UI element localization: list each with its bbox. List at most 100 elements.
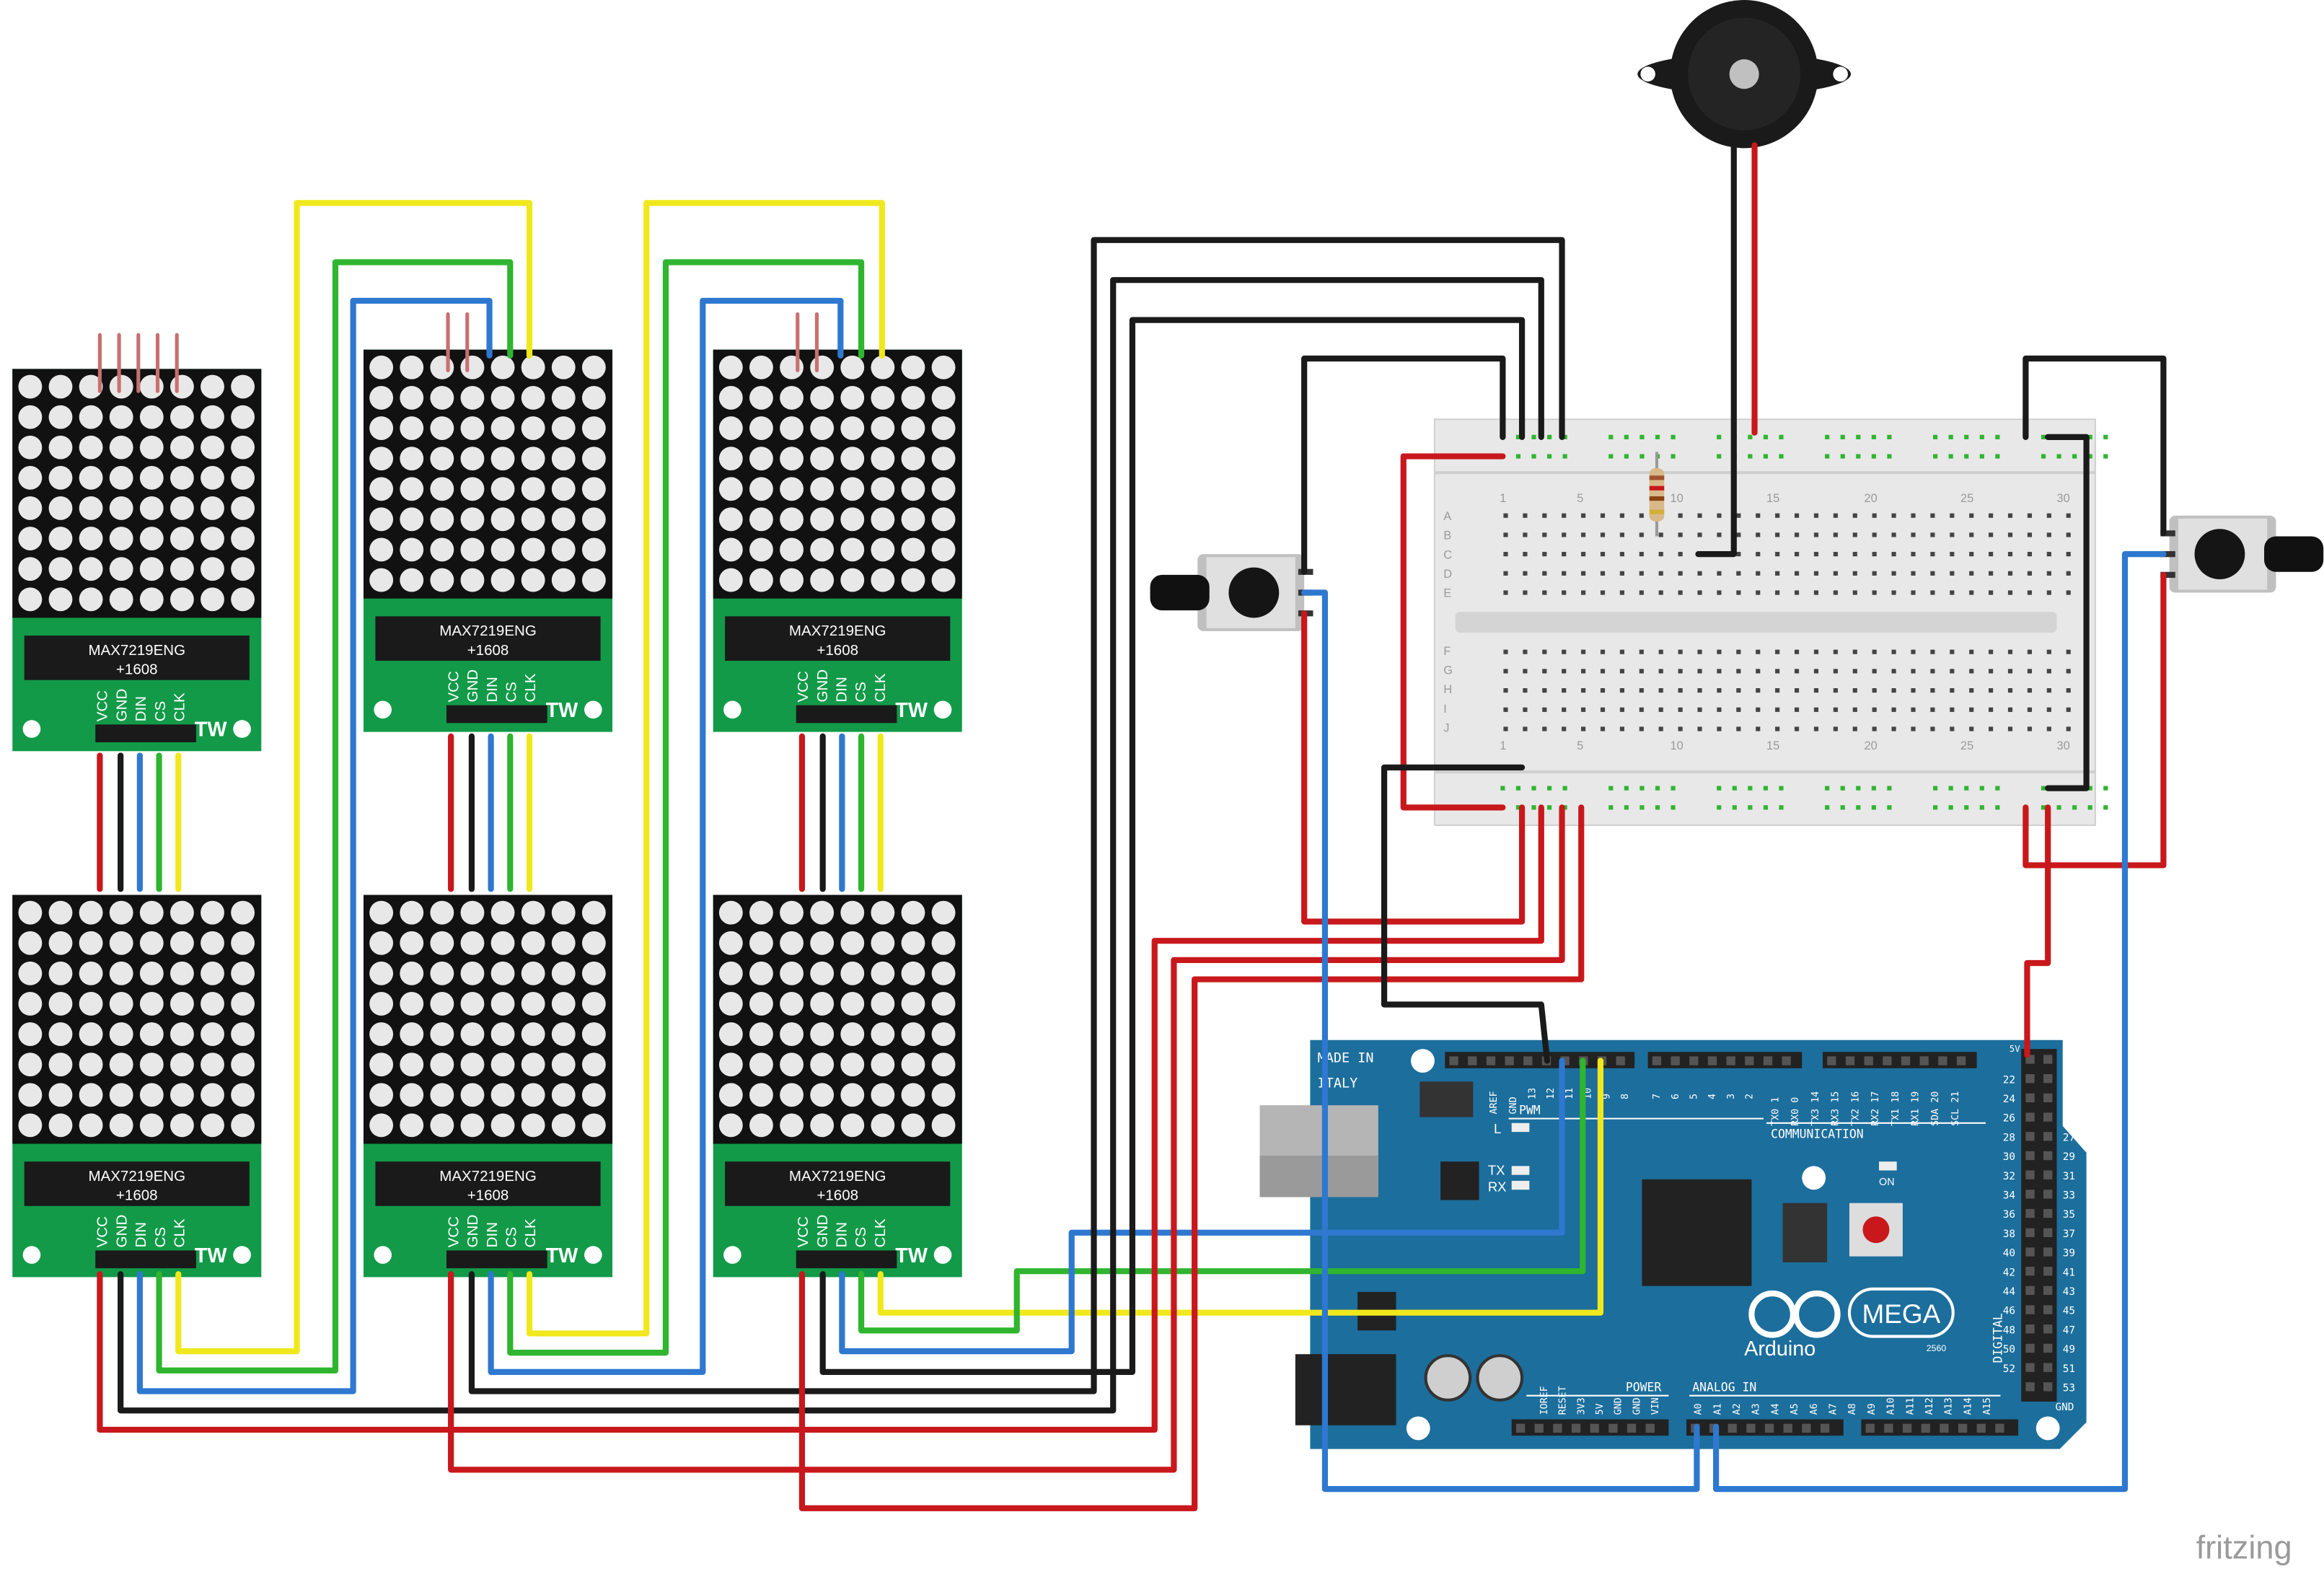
pin-label: RX3 15 bbox=[1831, 1091, 1841, 1126]
led-dot bbox=[840, 931, 865, 955]
rail-hole bbox=[1979, 454, 1984, 459]
led-dot bbox=[810, 507, 835, 532]
led-dot bbox=[749, 1113, 773, 1138]
breadboard-hole bbox=[1833, 532, 1838, 537]
led-dot bbox=[201, 992, 224, 1016]
chip-label: MAX7219ENG bbox=[789, 623, 886, 639]
breadboard-hole bbox=[1911, 590, 1916, 595]
led-dot bbox=[521, 1113, 545, 1138]
mount-hole bbox=[233, 720, 251, 738]
led-dot bbox=[369, 416, 394, 440]
breadboard-hole bbox=[1969, 532, 1974, 537]
breadboard-hole bbox=[1658, 571, 1663, 576]
breadboard-hole bbox=[1930, 513, 1935, 518]
breadboard-hole bbox=[1600, 571, 1606, 576]
svg-text:CS: CS bbox=[853, 1227, 869, 1248]
header-pin bbox=[1865, 1423, 1875, 1433]
gnd-label: GND bbox=[2055, 1402, 2074, 1413]
rail-hole bbox=[1671, 454, 1676, 459]
pin-label: 29 bbox=[2063, 1151, 2075, 1163]
led-dot bbox=[581, 1022, 606, 1046]
pin-label: 41 bbox=[2063, 1267, 2075, 1278]
svg-text:VCC: VCC bbox=[94, 1216, 111, 1247]
mount-hole bbox=[1406, 1416, 1430, 1441]
rail-hole bbox=[2072, 805, 2077, 810]
pin-label: A9 bbox=[1867, 1403, 1878, 1415]
pin-label: 35 bbox=[2063, 1209, 2075, 1221]
led-dot bbox=[871, 416, 895, 440]
header-pin bbox=[1938, 1056, 1947, 1065]
led-dot bbox=[780, 931, 804, 955]
rail-hole bbox=[1779, 805, 1784, 810]
rail-hole bbox=[1732, 805, 1737, 810]
breadboard-hole bbox=[1562, 513, 1567, 518]
led-dot bbox=[810, 477, 835, 501]
header-pin bbox=[1534, 1423, 1544, 1433]
breadboard-hole bbox=[1930, 726, 1935, 731]
led-dot bbox=[718, 992, 743, 1016]
breadboard-hole bbox=[1911, 552, 1916, 557]
breadboard-hole bbox=[1542, 571, 1547, 576]
led-dot bbox=[521, 355, 545, 379]
pin-label: 2 bbox=[1744, 1094, 1755, 1099]
led-dot bbox=[871, 931, 895, 955]
pin-label: 3 bbox=[1726, 1094, 1737, 1099]
rail-hole bbox=[2103, 434, 2108, 439]
header-pin bbox=[1995, 1423, 2004, 1433]
led-dot bbox=[170, 557, 194, 581]
rail-hole bbox=[1717, 434, 1722, 439]
breadboard-hole bbox=[1581, 649, 1586, 654]
rail-hole bbox=[2103, 454, 2108, 459]
breadboard-hole bbox=[1852, 669, 1857, 674]
led-dot bbox=[551, 447, 576, 471]
svg-text:1: 1 bbox=[1500, 739, 1506, 752]
led-dot bbox=[810, 1113, 835, 1138]
breadboard-hole bbox=[1697, 726, 1702, 731]
led-dot bbox=[749, 477, 773, 501]
led-dot bbox=[840, 355, 865, 379]
led-dot bbox=[931, 416, 956, 440]
breadboard-hole bbox=[1503, 688, 1508, 693]
led-dot bbox=[170, 1022, 194, 1046]
pin-labels: VCC GND DIN CS CLK bbox=[795, 669, 889, 703]
led-dot bbox=[871, 1113, 895, 1138]
led-dot bbox=[871, 900, 895, 925]
led-dot bbox=[749, 447, 773, 471]
breadboard-hole bbox=[1794, 590, 1800, 595]
led-dot bbox=[840, 477, 865, 501]
led-dot bbox=[581, 1113, 606, 1138]
header-pin bbox=[2043, 1363, 2053, 1372]
led-dot bbox=[490, 507, 515, 532]
led-dot bbox=[931, 477, 956, 501]
breadboard-hole bbox=[1697, 669, 1702, 674]
led-dot bbox=[48, 992, 73, 1016]
rail-hole bbox=[1964, 786, 1969, 791]
l-led bbox=[1511, 1122, 1530, 1133]
led-dot bbox=[901, 355, 925, 379]
breadboard-hole bbox=[1833, 688, 1838, 693]
rail-hole bbox=[1840, 786, 1845, 791]
svg-text:CLK: CLK bbox=[171, 693, 188, 721]
header-pin bbox=[2025, 1267, 2035, 1276]
led-dot bbox=[460, 961, 485, 985]
led-dot bbox=[369, 477, 394, 501]
led-dot bbox=[551, 992, 576, 1016]
pin-label: 48 bbox=[2003, 1324, 2015, 1336]
header-pin bbox=[2043, 1170, 2053, 1179]
header-pin bbox=[2043, 1112, 2053, 1122]
rail-hole bbox=[1748, 786, 1753, 791]
capacitor bbox=[1476, 1354, 1524, 1402]
led-dot bbox=[780, 1113, 804, 1138]
breadboard-hole bbox=[1872, 669, 1877, 674]
pin-label: 40 bbox=[2003, 1248, 2015, 1260]
rail-hole bbox=[1887, 434, 1892, 439]
led-dot bbox=[871, 568, 895, 592]
led-dot bbox=[810, 1052, 835, 1077]
breadboard-hole bbox=[1697, 513, 1702, 518]
rail-hole bbox=[1655, 786, 1660, 791]
led-dot bbox=[139, 374, 164, 399]
wires bbox=[97, 142, 2167, 1511]
led-dot bbox=[749, 537, 773, 562]
breadboard-hole bbox=[1523, 571, 1528, 576]
led-dot bbox=[871, 447, 895, 471]
